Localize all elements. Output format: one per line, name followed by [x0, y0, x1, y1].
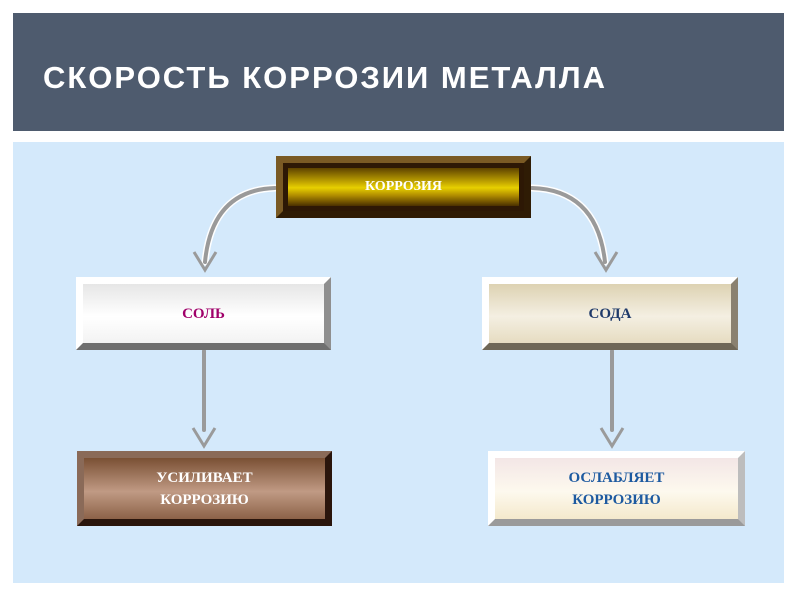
arrowhead-left-bottom [191, 427, 217, 449]
decreases-line2: КОРРОЗИЮ [572, 491, 661, 508]
corrosion-label: КОРРОЗИЯ [288, 168, 519, 206]
decreases-corrosion-box: ОСЛАБЛЯЕТ КОРРОЗИЮ [488, 451, 745, 526]
increases-line1: УСИЛИВАЕТ [156, 469, 253, 486]
title-bar: СКОРОСТЬ КОРРОЗИИ МЕТАЛЛА [13, 13, 784, 131]
soda-box: СОДА [482, 277, 738, 350]
slide-title: СКОРОСТЬ КОРРОЗИИ МЕТАЛЛА [43, 60, 608, 95]
salt-box: СОЛЬ [76, 277, 331, 350]
curved-arrow-left [203, 186, 277, 264]
arrowhead-left-top [192, 251, 218, 273]
increases-line2: КОРРОЗИЮ [160, 491, 249, 508]
decreases-line1: ОСЛАБЛЯЕТ [568, 469, 665, 486]
increases-corrosion-text: УСИЛИВАЕТ КОРРОЗИЮ [84, 458, 325, 519]
arrowhead-right-top [593, 251, 619, 273]
soda-label: СОДА [489, 284, 731, 343]
corrosion-box: КОРРОЗИЯ [276, 156, 531, 218]
decreases-corrosion-text: ОСЛАБЛЯЕТ КОРРОЗИЮ [495, 458, 738, 519]
curved-arrow-right [530, 186, 607, 264]
salt-label: СОЛЬ [83, 284, 324, 343]
arrowhead-right-bottom [599, 427, 625, 449]
increases-corrosion-box: УСИЛИВАЕТ КОРРОЗИЮ [77, 451, 332, 526]
